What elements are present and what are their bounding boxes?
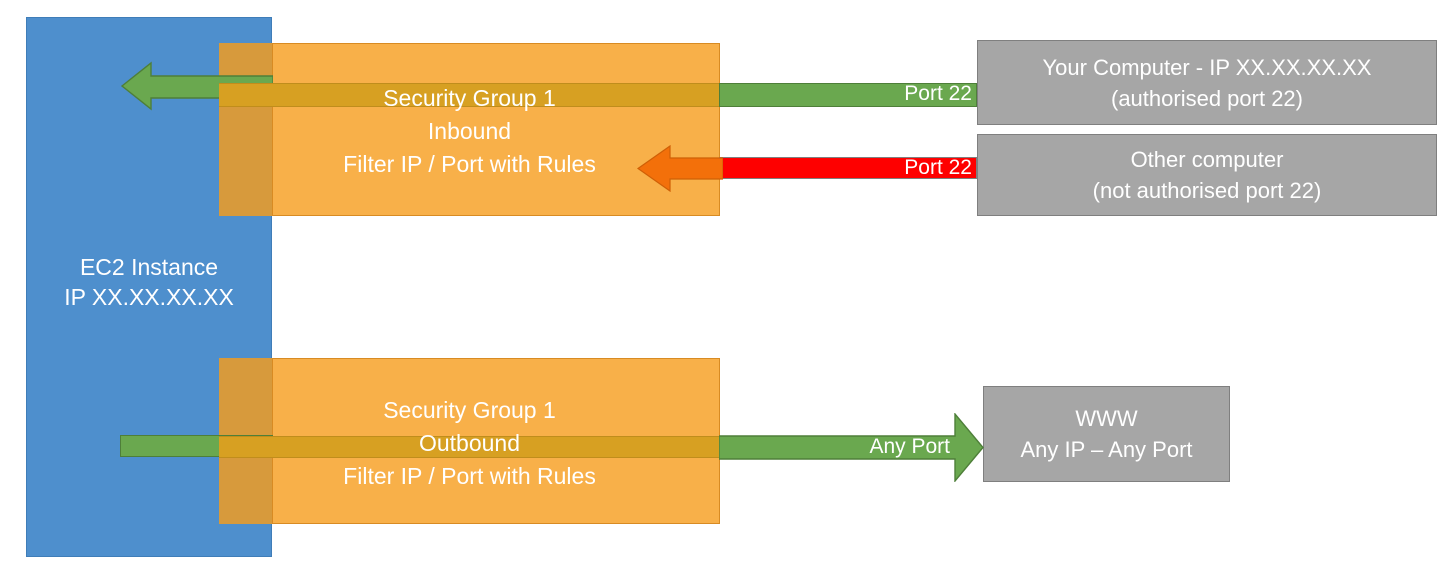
outbound-allowed-arrow-to-www [718,412,984,483]
inbound-blocked-arrow-head [636,144,724,193]
inbound-blocked-port-bar [719,157,977,179]
endpoint-your-computer: Your Computer - IP XX.XX.XX.XX (authoris… [977,40,1437,125]
inbound-allowed-shaft-over-security-group [219,83,720,107]
security-group-inbound-box [219,43,720,216]
inbound-allowed-port-bar [719,83,977,107]
ec2-instance-label: EC2 Instance IP XX.XX.XX.XX [64,254,234,310]
outbound-shaft-over-security-group [219,436,720,458]
endpoint-other-computer: Other computer (not authorised port 22) [977,134,1437,216]
endpoint-www: WWW Any IP – Any Port [983,386,1230,482]
